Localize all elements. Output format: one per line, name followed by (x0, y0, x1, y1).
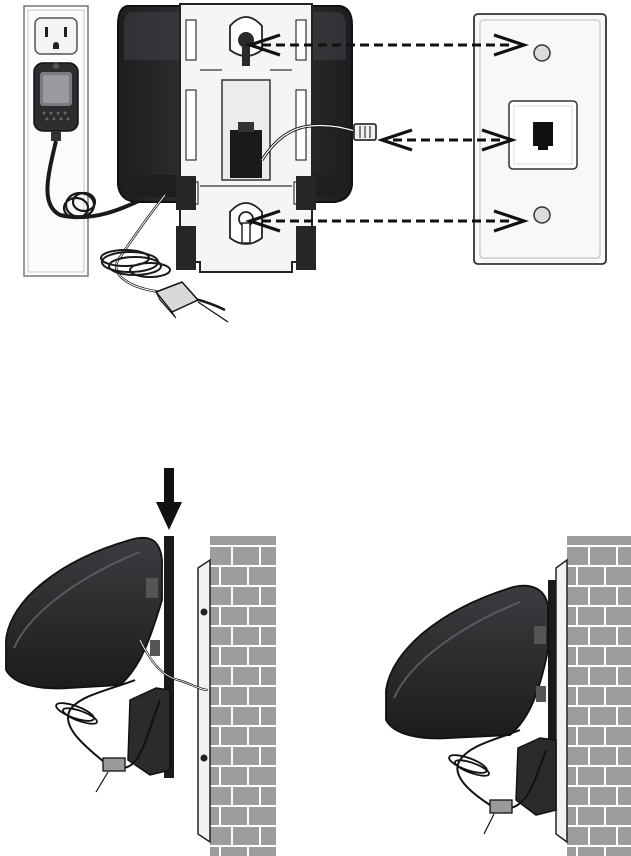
wall-mount-connection-view (24, 4, 606, 322)
brick-wall-icon (198, 536, 276, 856)
dsl-filter (156, 282, 198, 318)
dsl-filter-left (103, 758, 125, 771)
line-cord-coil (101, 250, 170, 277)
mounted-side-view (386, 536, 631, 856)
telephone-base-side (6, 538, 162, 689)
phone-jack-icon (509, 101, 577, 169)
telephone-plug (354, 124, 376, 140)
brick-wall-icon-right (556, 536, 631, 856)
power-adapter-icon (34, 63, 78, 141)
down-arrow-icon (156, 468, 182, 530)
dsl-filter-right (490, 800, 512, 813)
mounting-step-side-view (6, 468, 276, 856)
